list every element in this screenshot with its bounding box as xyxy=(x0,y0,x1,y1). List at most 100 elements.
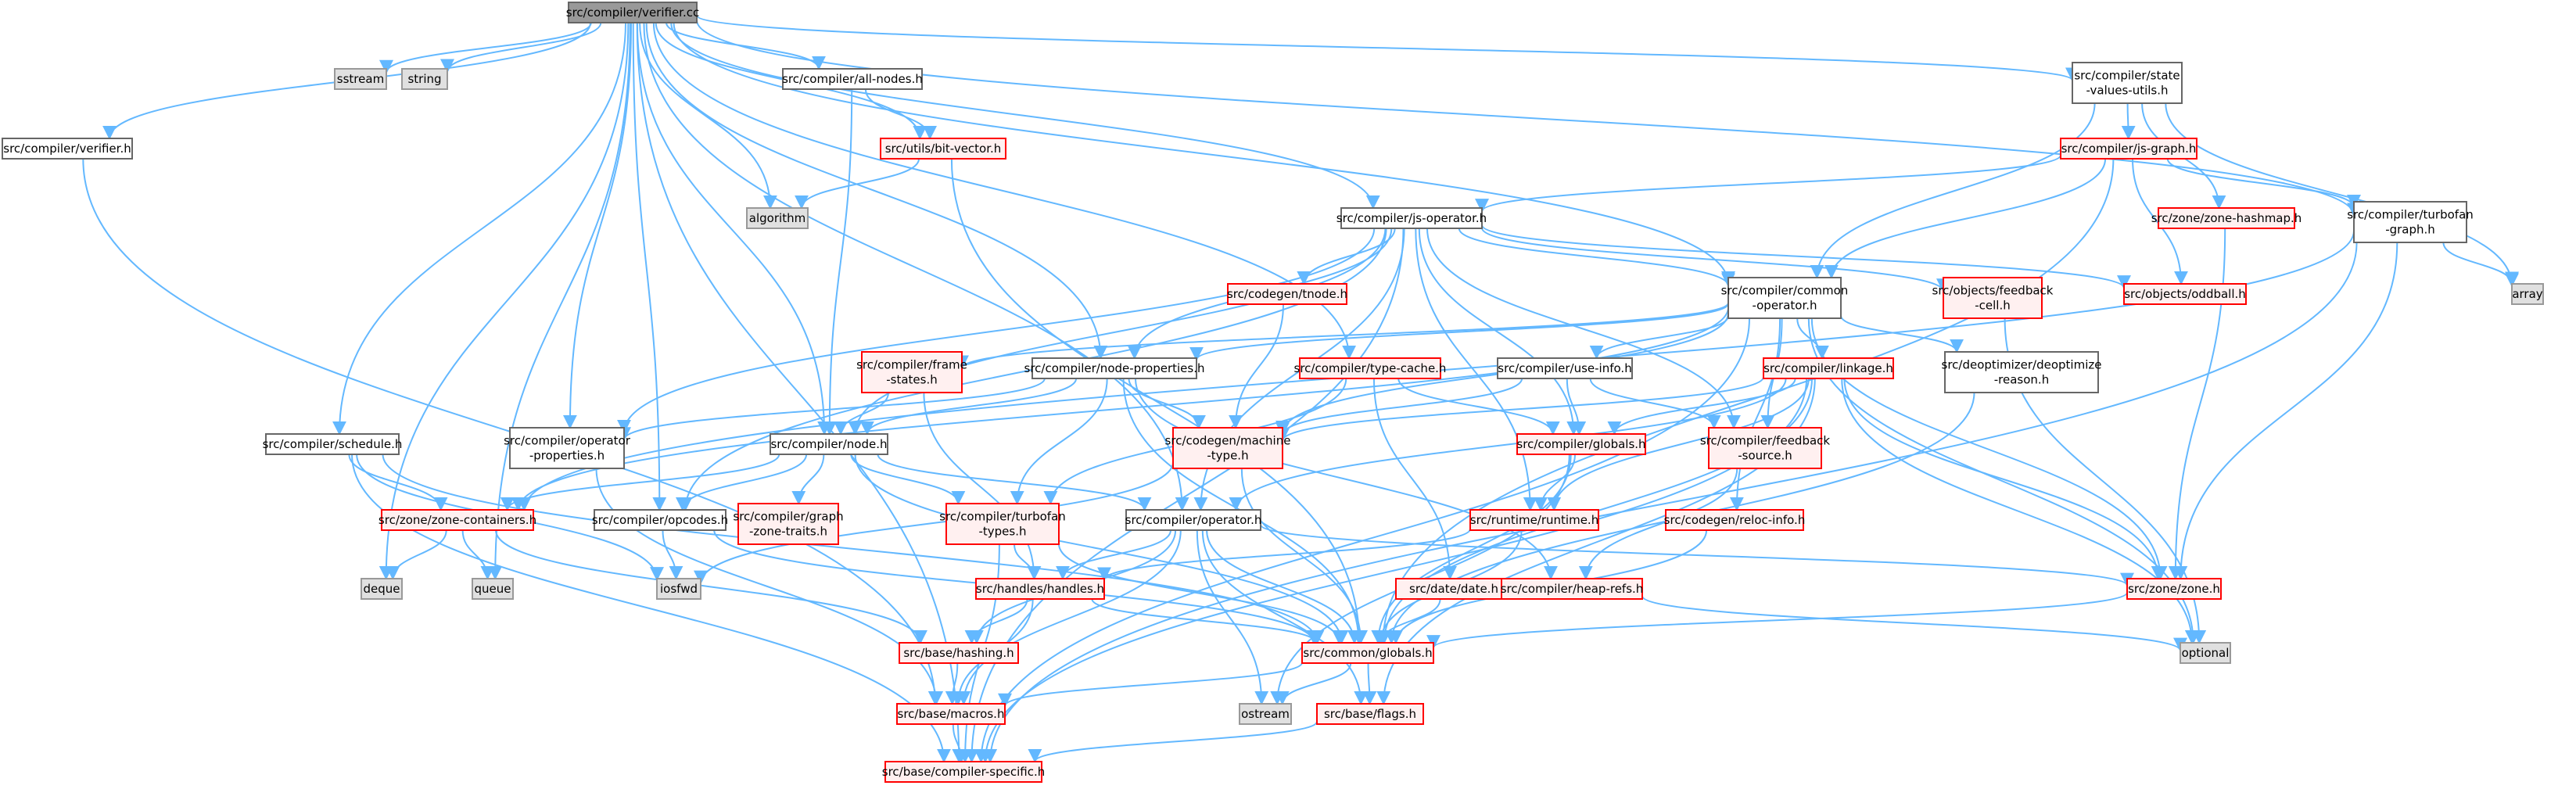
node-compiler-globals[interactable]: src/compiler/globals.h xyxy=(1516,433,1646,455)
edge-node-to-graph_zone_traits xyxy=(791,454,825,505)
node-opcodes[interactable]: src/compiler/opcodes.h xyxy=(592,509,728,531)
node-use-info[interactable]: src/compiler/use-info.h xyxy=(1497,357,1633,379)
node-box xyxy=(1125,509,1261,531)
node-box xyxy=(770,433,888,455)
edge-operator-to-common_globals xyxy=(1206,529,1362,644)
node-tnode[interactable]: src/codegen/tnode.h xyxy=(1227,283,1347,305)
node-state-values[interactable]: src/compiler/state-values-utils.h xyxy=(2072,62,2183,104)
node-operator[interactable]: src/compiler/operator.h xyxy=(1125,509,1262,531)
node-node[interactable]: src/compiler/node.h xyxy=(770,433,888,455)
node-box xyxy=(656,578,701,600)
node-zone-containers[interactable]: src/zone/zone-containers.h xyxy=(379,509,536,531)
node-algorithm: algorithm xyxy=(746,207,809,229)
node-date[interactable]: src/date/date.h xyxy=(1395,578,1512,600)
node-label: src/runtime/runtime.h xyxy=(1470,513,1598,527)
edge-zone_containers-to-queue xyxy=(461,529,495,580)
node-label: src/codegen/reloc-info.h xyxy=(1664,513,1806,527)
node-linkage[interactable]: src/compiler/linkage.h xyxy=(1763,357,1894,379)
edge-js_graph-to-oddball xyxy=(2132,158,2188,285)
node-verifier-cc[interactable]: src/compiler/verifier.cc xyxy=(566,2,699,23)
edge-node_properties-to-node xyxy=(860,378,1078,436)
node-all-nodes[interactable]: src/compiler/all-nodes.h xyxy=(782,68,923,90)
node-reloc-info[interactable]: src/codegen/reloc-info.h xyxy=(1664,509,1806,531)
node-operator-props[interactable]: src/compiler/operator-properties.h xyxy=(504,427,631,469)
node-box xyxy=(334,68,387,90)
node-box xyxy=(896,703,1006,725)
node-schedule[interactable]: src/compiler/schedule.h xyxy=(263,433,403,455)
edge-use_info-to-machine_type xyxy=(1275,378,1523,437)
node-label: src/compiler/js-operator.h xyxy=(1336,211,1487,225)
node-label: src/compiler/operator.h xyxy=(1125,513,1262,527)
node-common-globals[interactable]: src/common/globals.h xyxy=(1301,642,1434,664)
node-js-operator[interactable]: src/compiler/js-operator.h xyxy=(1336,207,1487,229)
node-box xyxy=(1172,427,1283,469)
node-runtime[interactable]: src/runtime/runtime.h xyxy=(1469,509,1599,531)
node-feedback-cell[interactable]: src/objects/feedback-cell.h xyxy=(1932,277,2054,319)
node-zone[interactable]: src/zone/zone.h xyxy=(2126,578,2222,600)
edge-verifier_cc-to-compiler_specific xyxy=(636,22,967,763)
node-box xyxy=(568,2,698,23)
node-box xyxy=(1727,277,1842,319)
node-queue: queue xyxy=(472,578,514,600)
edge-linkage-to-zone xyxy=(1843,378,2165,580)
edge-linkage-to-machine_type xyxy=(1275,376,1764,443)
node-common-operator[interactable]: src/compiler/common-operator.h xyxy=(1721,277,1849,319)
node-deopt-reason[interactable]: src/deoptimizer/deoptimize-reason.h xyxy=(1942,351,2102,393)
edge-type_cache-to-compiler_globals xyxy=(1397,378,1560,436)
node-box xyxy=(401,68,448,90)
node-frame-states[interactable]: src/compiler/frame-states.h xyxy=(856,351,967,393)
edge-node_properties-to-heap_refs xyxy=(1135,378,1558,580)
node-box xyxy=(1665,509,1804,531)
node-box xyxy=(361,578,403,600)
edge-common_globals-to-macros xyxy=(998,662,1303,708)
edge-linkage-to-compiler_globals xyxy=(1607,378,1796,436)
node-heap-refs[interactable]: src/compiler/heap-refs.h xyxy=(1501,578,1644,600)
edge-verifier_cc-to-node_properties xyxy=(645,22,1108,360)
node-label: deque xyxy=(363,582,400,596)
edge-bit_vector-to-algorithm xyxy=(795,158,920,210)
edge-schedule-to-common_globals xyxy=(382,454,1325,644)
edge-js_operator-to-tnode xyxy=(1297,228,1396,285)
node-box xyxy=(2511,283,2544,305)
node-compiler-specific[interactable]: src/base/compiler-specific.h xyxy=(882,761,1045,783)
edge-js_operator-to-operator_props xyxy=(617,228,1376,434)
node-label: src/zone/zone.h xyxy=(2128,582,2220,596)
node-label: src/compiler/js-graph.h xyxy=(2061,142,2197,156)
node-graph-zone-traits[interactable]: src/compiler/graph-zone-traits.h xyxy=(733,503,844,545)
edge-common_globals-to-ostream xyxy=(1275,662,1352,705)
node-handles[interactable]: src/handles/handles.h xyxy=(975,578,1105,600)
edge-verifier_cc-to-state_values xyxy=(696,15,2079,82)
node-turbofan-graph[interactable]: src/compiler/turbofan-graph.h xyxy=(2347,201,2474,243)
node-machine-type[interactable]: src/codegen/machine-type.h xyxy=(1165,427,1291,469)
node-js-graph[interactable]: src/compiler/js-graph.h xyxy=(2060,138,2197,160)
edge-machine_type-to-common_globals xyxy=(1240,468,1369,644)
node-type-cache[interactable]: src/compiler/type-cache.h xyxy=(1294,357,1447,379)
edge-heap_refs-to-optional xyxy=(1641,595,2187,652)
node-bit-vector[interactable]: src/utils/bit-vector.h xyxy=(880,138,1006,160)
node-box xyxy=(2123,283,2247,305)
node-label: src/compiler/turbofan-graph.h xyxy=(2347,208,2474,237)
node-label: iosfwd xyxy=(660,582,698,596)
node-hashing[interactable]: src/base/hashing.h xyxy=(899,642,1019,664)
node-feedback-source[interactable]: src/compiler/feedback-source.h xyxy=(1700,427,1831,469)
edge-operator-to-ostream xyxy=(1196,529,1269,705)
node-label: src/date/date.h xyxy=(1409,582,1498,596)
edge-verifier_cc-to-schedule xyxy=(332,22,626,436)
edge-handles-to-common_globals xyxy=(1091,598,1323,644)
node-macros[interactable]: src/base/macros.h xyxy=(896,703,1006,725)
node-flags[interactable]: src/base/flags.h xyxy=(1316,703,1424,725)
edge-node-to-common_globals xyxy=(854,454,1349,644)
edge-js_operator-to-common_operator xyxy=(1458,228,1735,288)
node-node-properties[interactable]: src/compiler/node-properties.h xyxy=(1024,357,1205,379)
node-verifier-h[interactable]: src/compiler/verifier.h xyxy=(2,138,133,160)
node-box xyxy=(509,427,625,469)
edge-operator-to-flags xyxy=(1201,529,1369,705)
node-label: src/deoptimizer/deoptimize-reason.h xyxy=(1942,358,2102,387)
edge-node-to-operator xyxy=(877,454,1152,511)
node-label: src/base/compiler-specific.h xyxy=(882,765,1045,779)
node-box xyxy=(880,138,1006,160)
node-turbofan-types[interactable]: src/compiler/turbofan-types.h xyxy=(939,503,1066,545)
node-oddball[interactable]: src/objects/oddball.h xyxy=(2123,283,2247,305)
node-label: src/common/globals.h xyxy=(1303,646,1432,660)
node-zone-hashmap[interactable]: src/zone/zone-hashmap.h xyxy=(2151,207,2302,229)
